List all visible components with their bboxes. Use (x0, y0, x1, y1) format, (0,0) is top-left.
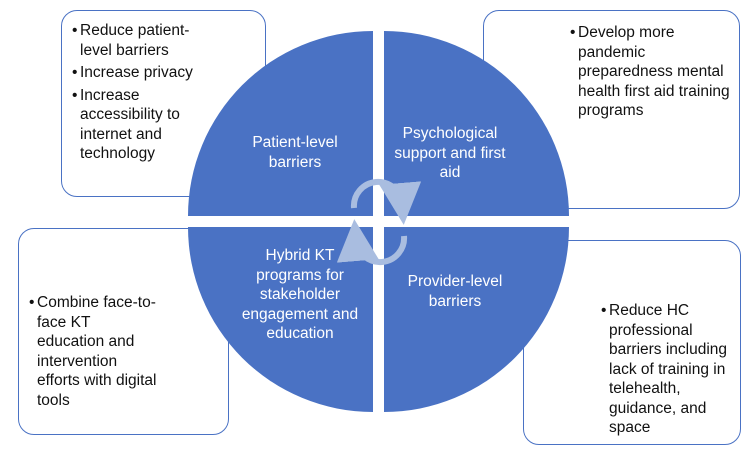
quadrant-label-hybrid: Hybrid KT programs for stakeholder engag… (241, 247, 359, 342)
bullet-item: Reduce HC professional barriers includin… (601, 301, 736, 438)
quadrant-bottom-right (384, 227, 569, 412)
bullet-item: Reduce patient-level barriers (72, 21, 207, 60)
quadrant-label-provider: Provider-level barriers (407, 273, 503, 310)
quadrant-top-left (188, 31, 373, 216)
cycle-arrow-top (350, 178, 422, 225)
bullet-item: Develop more pandemic preparedness menta… (570, 23, 730, 121)
quadrant-label-psychological: Psychological support and first aid (394, 125, 506, 181)
bullet-item: Increase privacy (72, 63, 207, 83)
bullet-item: Increase accessibility to internet and t… (72, 86, 207, 164)
bullet-item: Combine face-to-face KT education and in… (29, 293, 159, 410)
cycle-arrow-bottom (336, 219, 408, 266)
quadrant-bottom-left (188, 227, 373, 412)
quadrant-label-patient: Patient-level barriers (252, 134, 338, 171)
quadrant-top-right (384, 31, 569, 216)
